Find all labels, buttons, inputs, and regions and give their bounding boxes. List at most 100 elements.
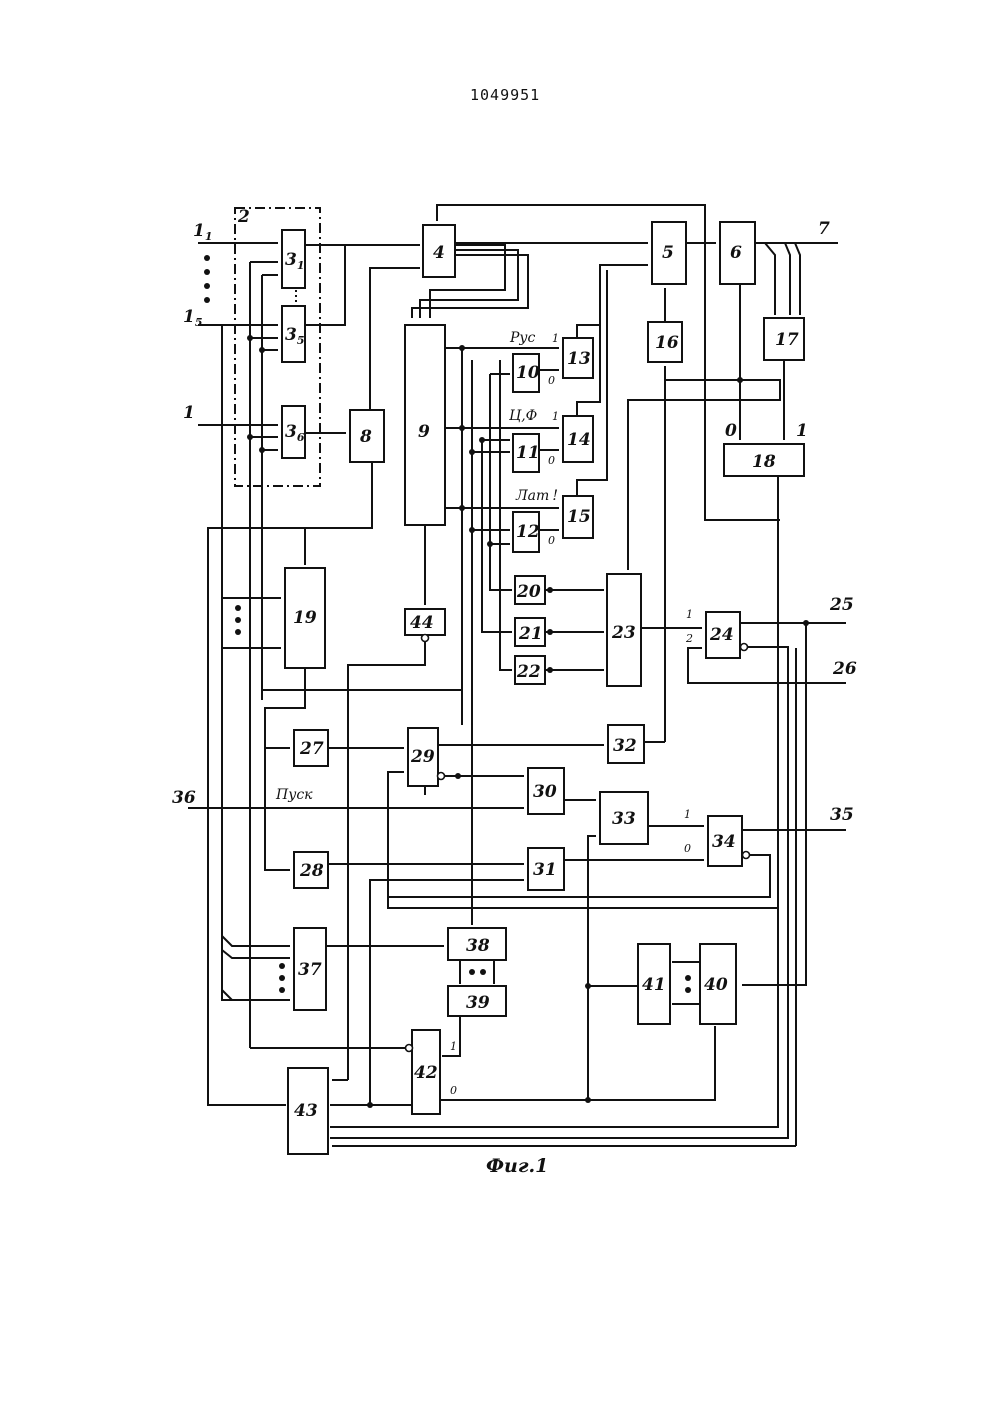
block-9-label: 9 [418,422,430,442]
block-16-label: 16 [655,333,679,353]
block-31-label: 31 [533,860,557,880]
figure-caption: Фиг.1 [486,1155,548,1177]
wire-to-37-a [222,936,290,946]
block-37-label: 37 [298,960,322,980]
wire-24-feedback [330,647,788,1138]
junction [247,434,253,440]
block-42-label: 42 [414,1063,438,1083]
wire-left-bus [222,325,232,1000]
block-40-label: 40 [704,975,728,995]
pin-24-two: 2 [685,632,693,645]
wire-9-bus-5 [500,360,512,670]
block-24-label: 24 [709,625,734,645]
pin-42-one: 1 [450,1040,457,1053]
ellipsis-dot [469,969,475,975]
inverter-bubble [406,1045,413,1052]
pin-13-zero: 0 [548,374,555,387]
inverter-bubble [741,644,748,651]
junction [737,377,743,383]
block-21-label: 21 [518,624,543,644]
ellipsis-dot [235,629,241,635]
ellipsis-dot [204,255,210,261]
block-15-label: 15 [567,507,591,527]
ellipsis-dot [480,969,486,975]
block-27-label: 27 [299,739,324,759]
junction [459,505,465,511]
pin-cf-1: 1 [552,410,559,423]
inverter-bubble [422,635,429,642]
pin-15-zero: 0 [548,534,555,547]
wire-19-out [265,668,305,870]
block-12-label: 12 [516,522,540,542]
input-1-1-label: 11 [193,221,213,243]
pin-18-zero: 0 [725,421,737,441]
block-20-label: 20 [516,582,541,602]
block-28-label: 28 [299,861,324,881]
block-18-label: 18 [752,452,776,472]
bus-2-label: 2 [237,207,250,227]
wire-13-up [577,265,648,338]
block-34-label: 34 [712,832,736,852]
inverter-bubble [743,852,750,859]
junction [459,345,465,351]
junction [259,447,265,453]
wire-44-out [348,642,425,1080]
wire-6-to-17 [765,243,800,315]
ellipsis-dot [279,975,285,981]
output-7-label: 7 [818,219,830,239]
ellipsis-dot [204,283,210,289]
block-5-label: 5 [662,243,674,263]
output-35-label: 35 [830,805,854,825]
block-30-label: 30 [533,782,557,802]
ellipsis-dot [235,605,241,611]
ellipsis-dot [279,963,285,969]
pin-rus-1: 1 [552,332,559,345]
junction [367,1102,373,1108]
ellipsis-dot [279,987,285,993]
ellipsis-dot [204,297,210,303]
block-13-label: 13 [567,349,591,369]
output-25-label: 25 [829,595,854,615]
signal-lat: Лат! [515,488,558,504]
ellipsis-dot [204,269,210,275]
block-32-label: 32 [613,736,637,756]
signal-pusk: Пуск [275,787,313,803]
output-26-label: 26 [832,659,857,679]
junction [259,347,265,353]
block-29-label: 29 [410,747,435,767]
block-11-label: 11 [516,443,540,463]
wire-42-in-0 [440,1026,715,1100]
junction [455,773,461,779]
block-33-label: 33 [612,809,636,829]
pin-18-one: 1 [796,421,808,441]
block-4-label: 4 [433,243,445,263]
block-17-label: 17 [775,330,799,350]
block-43-label: 43 [294,1101,318,1121]
block-39-label: 39 [466,993,490,1013]
wire-33-in-b [588,836,596,1100]
inverter-bubble [438,773,445,780]
pin-42-zero: 0 [450,1084,457,1097]
junction [459,425,465,431]
block-23-label: 23 [611,623,636,643]
junction [247,335,253,341]
junction [585,983,591,989]
ellipsis-dot [685,975,691,981]
junction [479,437,485,443]
block-41-label: 41 [642,975,666,995]
pin-34-one: 1 [684,808,691,821]
block-8-label: 8 [359,427,372,447]
ellipsis-dot [235,617,241,623]
wire-3-to-4 [305,245,345,325]
pin-24-one: 1 [686,608,693,621]
signal-cf: Ц,Ф [509,408,537,424]
ellipsis-dot [685,987,691,993]
block-10-label: 10 [516,363,540,383]
block-19-label: 19 [293,608,317,628]
block-22-label: 22 [516,662,541,682]
block-38-label: 38 [466,936,490,956]
block-6-label: 6 [730,243,742,263]
junction [585,1097,591,1103]
pin-14-zero: 0 [548,454,555,467]
